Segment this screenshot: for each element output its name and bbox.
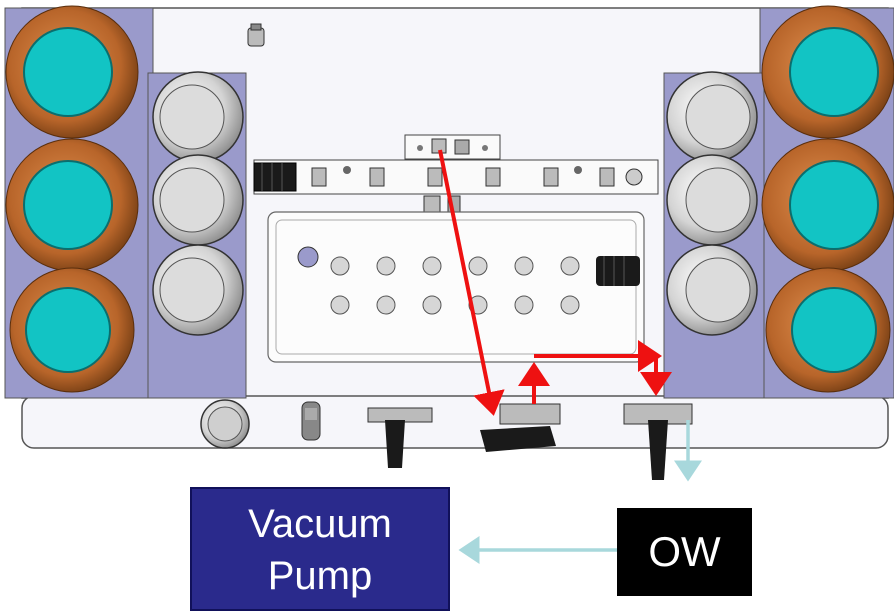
bottom-valve-1 — [367, 407, 433, 468]
reagent-cap — [9, 267, 135, 393]
vacuum-pump-box: Vacuum Pump — [190, 487, 450, 611]
reagent-cap — [5, 5, 139, 139]
bottom-valve-3 — [623, 403, 693, 480]
ow-label: OW — [648, 528, 721, 575]
bottom-connector — [301, 401, 321, 441]
left-reagent-caps — [5, 5, 139, 393]
flow-path-arrows — [438, 149, 672, 416]
valve-block — [404, 134, 501, 160]
right-reagent-caps — [761, 5, 894, 393]
vacuum-pump-label: Vacuum Pump — [248, 502, 392, 598]
bottom-knob — [200, 399, 250, 449]
top-fitting — [247, 23, 265, 47]
ow-box: OW — [617, 508, 752, 596]
reagent-cap — [761, 138, 894, 272]
left-bottles — [152, 71, 244, 336]
reagent-cap — [761, 5, 894, 139]
flow-arrow-down — [438, 149, 505, 416]
central-chamber — [267, 211, 645, 363]
reagent-cap — [5, 138, 139, 272]
manifold-bar — [253, 159, 659, 213]
bottom-valve-2 — [480, 403, 561, 452]
outflow-arrows — [458, 420, 702, 564]
right-bottles — [666, 71, 758, 336]
reagent-cap — [765, 267, 891, 393]
